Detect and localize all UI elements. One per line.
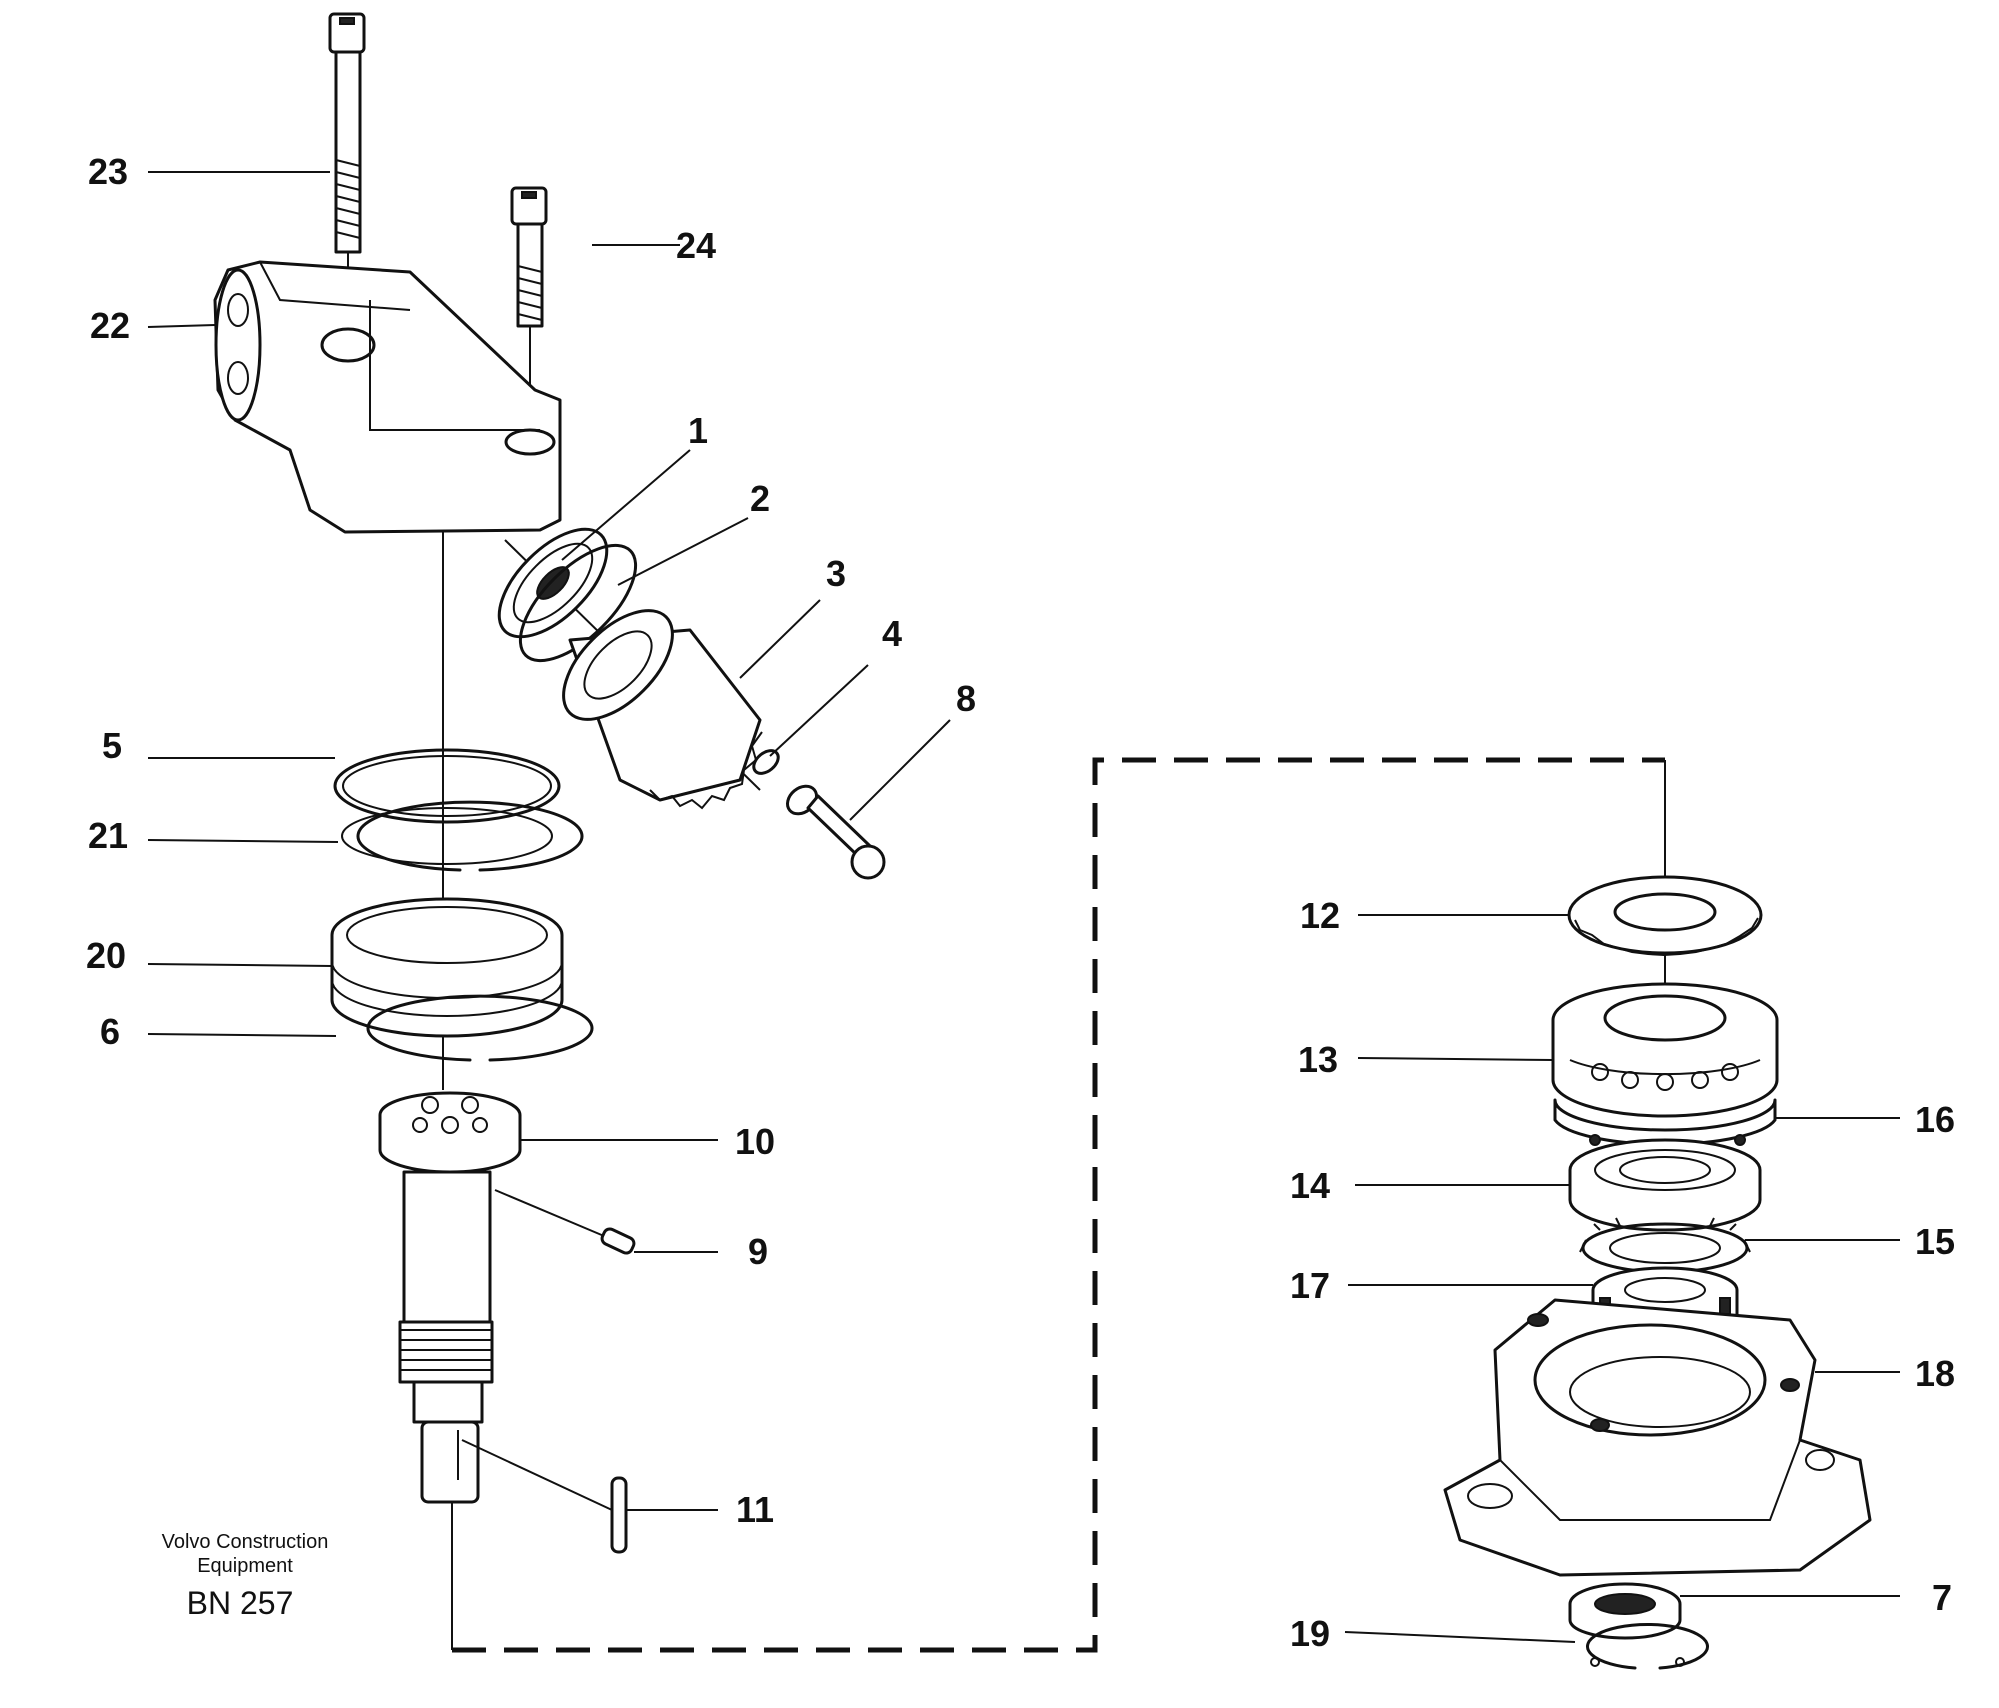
part-7-seal [1568,1582,1682,1640]
caption-company-line1: Volvo Construction [162,1531,329,1553]
dashed-connection-line [452,757,1665,1653]
callout-23: 23 [88,151,128,192]
callout-17: 17 [1290,1265,1330,1306]
callout-1: 1 [688,410,708,451]
callout-11: 11 [736,1489,774,1530]
part-14-ball-bearing [1568,1138,1762,1232]
callout-4: 4 [882,613,902,654]
part-21-split-ring [341,800,584,872]
part-11-key [610,1476,628,1554]
part-10-shaft-assembly [378,1091,522,1504]
callout-24: 24 [676,225,716,266]
callout-labels: 23 24 22 1 2 3 4 8 5 21 20 6 10 9 11 12 … [86,151,1955,1654]
part-5-o-ring [333,748,561,824]
part-8-ball-pin [786,784,886,880]
part-4-washer [752,749,780,775]
callout-5: 5 [102,725,122,766]
callout-3: 3 [826,553,846,594]
part-12-bevel-gear [1567,875,1763,957]
callout-22: 22 [90,305,130,346]
caption-code: BN 257 [187,1585,294,1621]
caption-company-line2: Equipment [197,1555,293,1577]
part-1-valve-plate [497,527,609,639]
part-9-pin [600,1227,636,1255]
callout-6: 6 [100,1011,120,1052]
callout-9: 9 [748,1231,768,1272]
leader-lines [147,171,1900,1643]
callout-21: 21 [88,815,128,856]
callout-8: 8 [956,678,976,719]
part-20-sleeve [330,897,564,1038]
callout-16: 16 [1915,1099,1955,1140]
callout-19: 19 [1290,1613,1330,1654]
callout-20: 20 [86,935,126,976]
part-2-snap-ring [518,543,638,663]
callout-2: 2 [750,478,770,519]
part-13-roller-bearing [1551,982,1779,1118]
part-19-circlip [1586,1623,1709,1670]
callout-14: 14 [1290,1165,1330,1206]
part-18-flange-housing [1443,1298,1872,1577]
callout-18: 18 [1915,1353,1955,1394]
callout-7: 7 [1932,1577,1952,1618]
part-22-housing [213,260,562,534]
callout-13: 13 [1298,1039,1338,1080]
callout-10: 10 [735,1121,775,1162]
part-3-bevel-pinion [562,609,763,810]
part-6-split-ring [366,994,594,1062]
callout-12: 12 [1300,895,1340,936]
caption-block: Volvo Construction Equipment BN 257 [162,1531,329,1621]
callout-15: 15 [1915,1221,1955,1262]
part-16-spacer-ring [1553,1098,1777,1146]
